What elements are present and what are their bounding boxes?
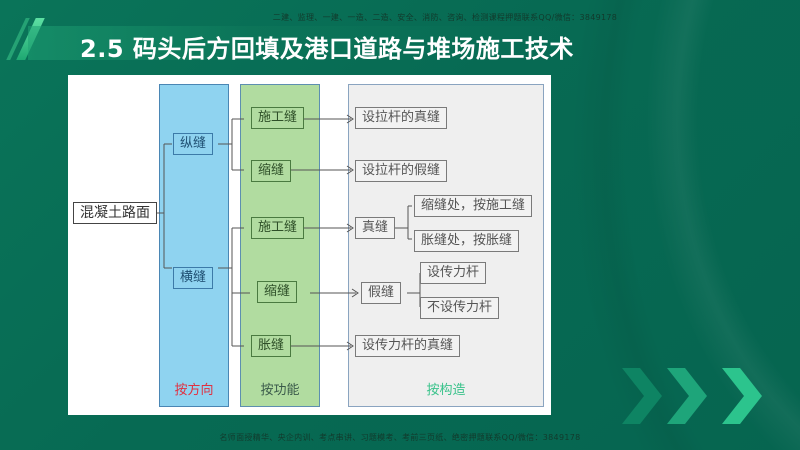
slide-title: 2.5 码头后方回填及港口道路与堆场施工技术 xyxy=(80,35,574,63)
node-at-expansion: 胀缝处，按胀缝 xyxy=(414,230,520,252)
node-trans-expansion-joint: 胀缝 xyxy=(251,335,292,357)
chevron-decor-icon xyxy=(722,368,762,424)
node-tie-bar-false-joint: 设拉杆的假缝 xyxy=(355,160,448,182)
column-function: 按功能 xyxy=(240,84,320,407)
node-concrete-pavement: 混凝土路面 xyxy=(73,202,157,224)
node-dowel-true-joint: 设传力杆的真缝 xyxy=(355,335,461,357)
node-longitudinal-joint: 纵缝 xyxy=(173,133,214,155)
column-label-structure: 按构造 xyxy=(426,383,466,398)
watermark-top: 二建、监理、一建、一造、二造、安全、消防、咨询、检测课程押题联系QQ/微信：38… xyxy=(272,13,618,22)
title-band xyxy=(28,26,588,60)
node-true-joint: 真缝 xyxy=(355,217,396,239)
node-long-construction-joint: 施工缝 xyxy=(251,107,305,129)
watermark-bottom: 名师面授精华、央企内训、考点串讲、习题模考、考前三页纸、绝密押题联系QQ/微信：… xyxy=(219,433,581,442)
node-trans-construction-joint: 施工缝 xyxy=(251,217,305,239)
node-without-dowel: 不设传力杆 xyxy=(420,297,500,319)
column-label-direction: 按方向 xyxy=(174,383,214,398)
node-transverse-joint: 横缝 xyxy=(173,267,214,289)
chevron-decor-icon xyxy=(622,368,662,424)
node-tie-bar-true-joint: 设拉杆的真缝 xyxy=(355,107,448,129)
node-trans-contraction-joint: 缩缝 xyxy=(257,281,298,303)
chevron-decor-icon xyxy=(667,368,707,424)
column-label-function: 按功能 xyxy=(260,383,300,398)
node-at-contraction: 缩缝处，按施工缝 xyxy=(414,195,533,217)
node-with-dowel: 设传力杆 xyxy=(420,262,487,284)
diagram-canvas: 按方向 按功能 按构造 xyxy=(68,75,551,415)
node-false-joint: 假缝 xyxy=(361,282,402,304)
node-long-contraction-joint: 缩缝 xyxy=(251,160,292,182)
